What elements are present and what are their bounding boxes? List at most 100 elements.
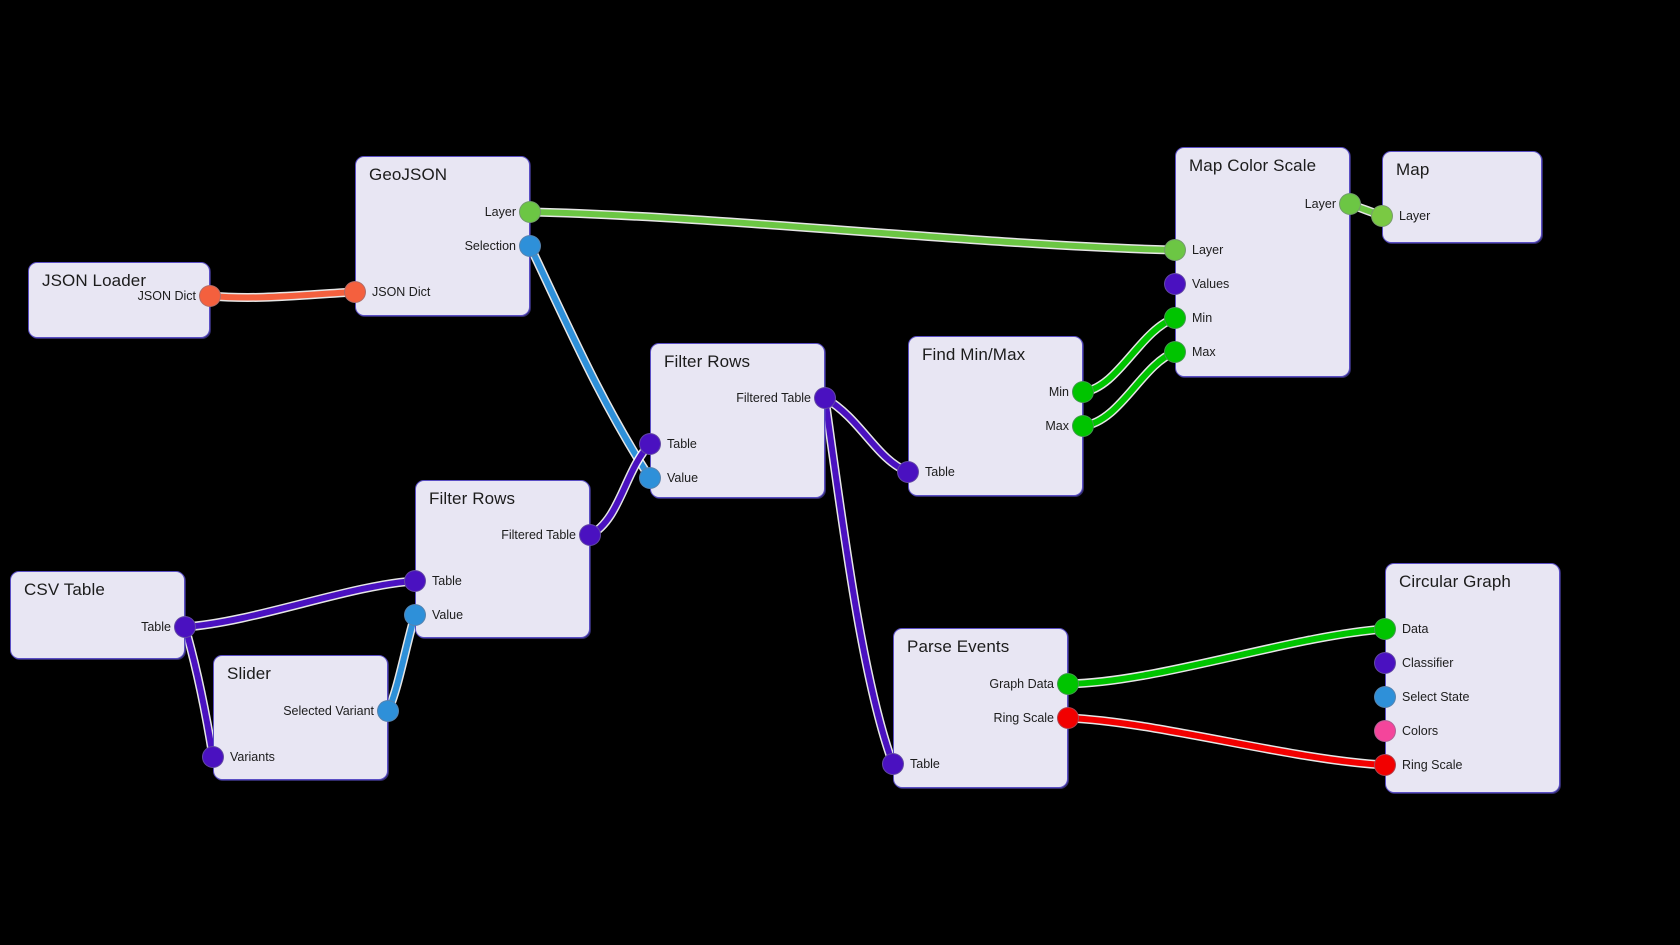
node-filter-rows-top[interactable]: Filter Rows — [650, 343, 825, 498]
node-geojson[interactable]: GeoJSON — [355, 156, 530, 316]
graph-edge[interactable] — [182, 578, 418, 630]
edge-halo — [383, 610, 420, 716]
output-port-dot[interactable] — [1057, 707, 1079, 729]
node-map[interactable]: Map — [1382, 151, 1542, 243]
graph-edge[interactable] — [1080, 349, 1178, 429]
input-port-dot[interactable] — [404, 570, 426, 592]
node-find-min-max[interactable]: Find Min/Max — [908, 336, 1083, 496]
node-slider[interactable]: Slider — [213, 655, 388, 780]
graph-edge[interactable] — [822, 395, 896, 767]
output-port-dot[interactable] — [814, 387, 836, 409]
input-port-dot[interactable] — [1164, 239, 1186, 261]
output-port-label: Graph Data — [989, 676, 1054, 691]
node-map-color-scale[interactable]: Map Color Scale — [1175, 147, 1350, 377]
node-title: Circular Graph — [1399, 572, 1511, 591]
graph-edge[interactable] — [1065, 626, 1388, 687]
graph-edge[interactable] — [527, 243, 653, 481]
edge-halo — [1078, 313, 1180, 397]
input-port-label: Variants — [230, 749, 275, 764]
node-json-loader[interactable]: JSON Loader — [28, 262, 210, 338]
input-port-label: Table — [667, 436, 697, 451]
input-port-dot[interactable] — [202, 746, 224, 768]
input-port-dot[interactable] — [1374, 618, 1396, 640]
node-title: JSON Loader — [42, 271, 147, 290]
graph-edge[interactable] — [1065, 715, 1388, 768]
graph-edge[interactable] — [587, 441, 653, 538]
graph-edge[interactable] — [207, 289, 358, 301]
output-port-dot[interactable] — [174, 616, 196, 638]
edge-halo — [525, 241, 655, 483]
graph-edge[interactable] — [1080, 315, 1178, 395]
graph-edge[interactable] — [182, 624, 216, 760]
output-port-dot[interactable] — [1072, 415, 1094, 437]
input-port-label: Max — [1192, 344, 1216, 359]
output-port-label: Filtered Table — [501, 527, 576, 542]
input-port-label: Ring Scale — [1402, 757, 1463, 772]
edge-halo — [525, 207, 1180, 255]
edge-halo — [1078, 347, 1180, 431]
input-port-dot[interactable] — [1164, 307, 1186, 329]
graph-edge[interactable] — [385, 612, 418, 714]
input-port-dot[interactable] — [1164, 341, 1186, 363]
output-port-label: Filtered Table — [736, 390, 811, 405]
input-port-dot[interactable] — [897, 461, 919, 483]
input-port-label: Colors — [1402, 723, 1439, 738]
output-port-dot[interactable] — [377, 700, 399, 722]
input-port-label: Min — [1192, 310, 1213, 325]
edge-halo — [180, 622, 218, 762]
input-port-dot[interactable] — [639, 433, 661, 455]
output-port-label: Min — [1048, 384, 1069, 399]
input-port-dot[interactable] — [1164, 273, 1186, 295]
node-title: CSV Table — [24, 580, 105, 599]
graph-edge[interactable] — [822, 395, 911, 475]
input-port-dot[interactable] — [344, 281, 366, 303]
output-port-dot[interactable] — [579, 524, 601, 546]
input-port-label: Value — [667, 470, 699, 485]
output-port-label: Layer — [484, 204, 516, 219]
node-title: Map — [1396, 160, 1430, 179]
node-title: GeoJSON — [369, 165, 448, 184]
node-csv-table[interactable]: CSV Table — [10, 571, 185, 659]
node-title: Parse Events — [907, 637, 1010, 656]
node-title: Slider — [227, 664, 272, 683]
input-port-label: Layer — [1192, 242, 1224, 257]
input-port-label: Layer — [1399, 208, 1431, 223]
input-port-dot[interactable] — [1374, 686, 1396, 708]
input-port-label: Value — [432, 607, 464, 622]
input-port-label: Table — [910, 756, 940, 771]
input-port-dot[interactable] — [1374, 720, 1396, 742]
edge-halo — [180, 576, 420, 632]
output-port-label: JSON Dict — [137, 288, 196, 303]
output-port-dot[interactable] — [1057, 673, 1079, 695]
output-port-label: Selected Variant — [283, 703, 374, 718]
node-title: Filter Rows — [664, 352, 751, 371]
input-port-dot[interactable] — [639, 467, 661, 489]
input-port-label: Classifier — [1402, 655, 1454, 670]
edge-halo — [1063, 624, 1390, 689]
edge-halo — [585, 439, 655, 540]
output-port-label: Ring Scale — [993, 710, 1054, 725]
input-port-dot[interactable] — [1371, 205, 1393, 227]
input-port-dot[interactable] — [1374, 652, 1396, 674]
graph-edge[interactable] — [527, 209, 1178, 253]
output-port-dot[interactable] — [199, 285, 221, 307]
output-port-dot[interactable] — [1072, 381, 1094, 403]
output-port-dot[interactable] — [519, 201, 541, 223]
output-port-dot[interactable] — [1339, 193, 1361, 215]
input-port-dot[interactable] — [1374, 754, 1396, 776]
node-filter-rows-bottom[interactable]: Filter Rows — [415, 480, 590, 638]
node-circular-graph[interactable]: Circular Graph — [1385, 563, 1560, 793]
node-title: Filter Rows — [429, 489, 516, 508]
input-port-label: Table — [432, 573, 462, 588]
input-port-label: JSON Dict — [372, 284, 431, 299]
node-parse-events[interactable]: Parse Events — [893, 628, 1068, 788]
node-title: Find Min/Max — [922, 345, 1026, 364]
node-title: Map Color Scale — [1189, 156, 1317, 175]
input-port-dot[interactable] — [882, 753, 904, 775]
output-port-dot[interactable] — [519, 235, 541, 257]
output-port-label: Table — [141, 619, 171, 634]
input-port-dot[interactable] — [404, 604, 426, 626]
input-port-label: Table — [925, 464, 955, 479]
